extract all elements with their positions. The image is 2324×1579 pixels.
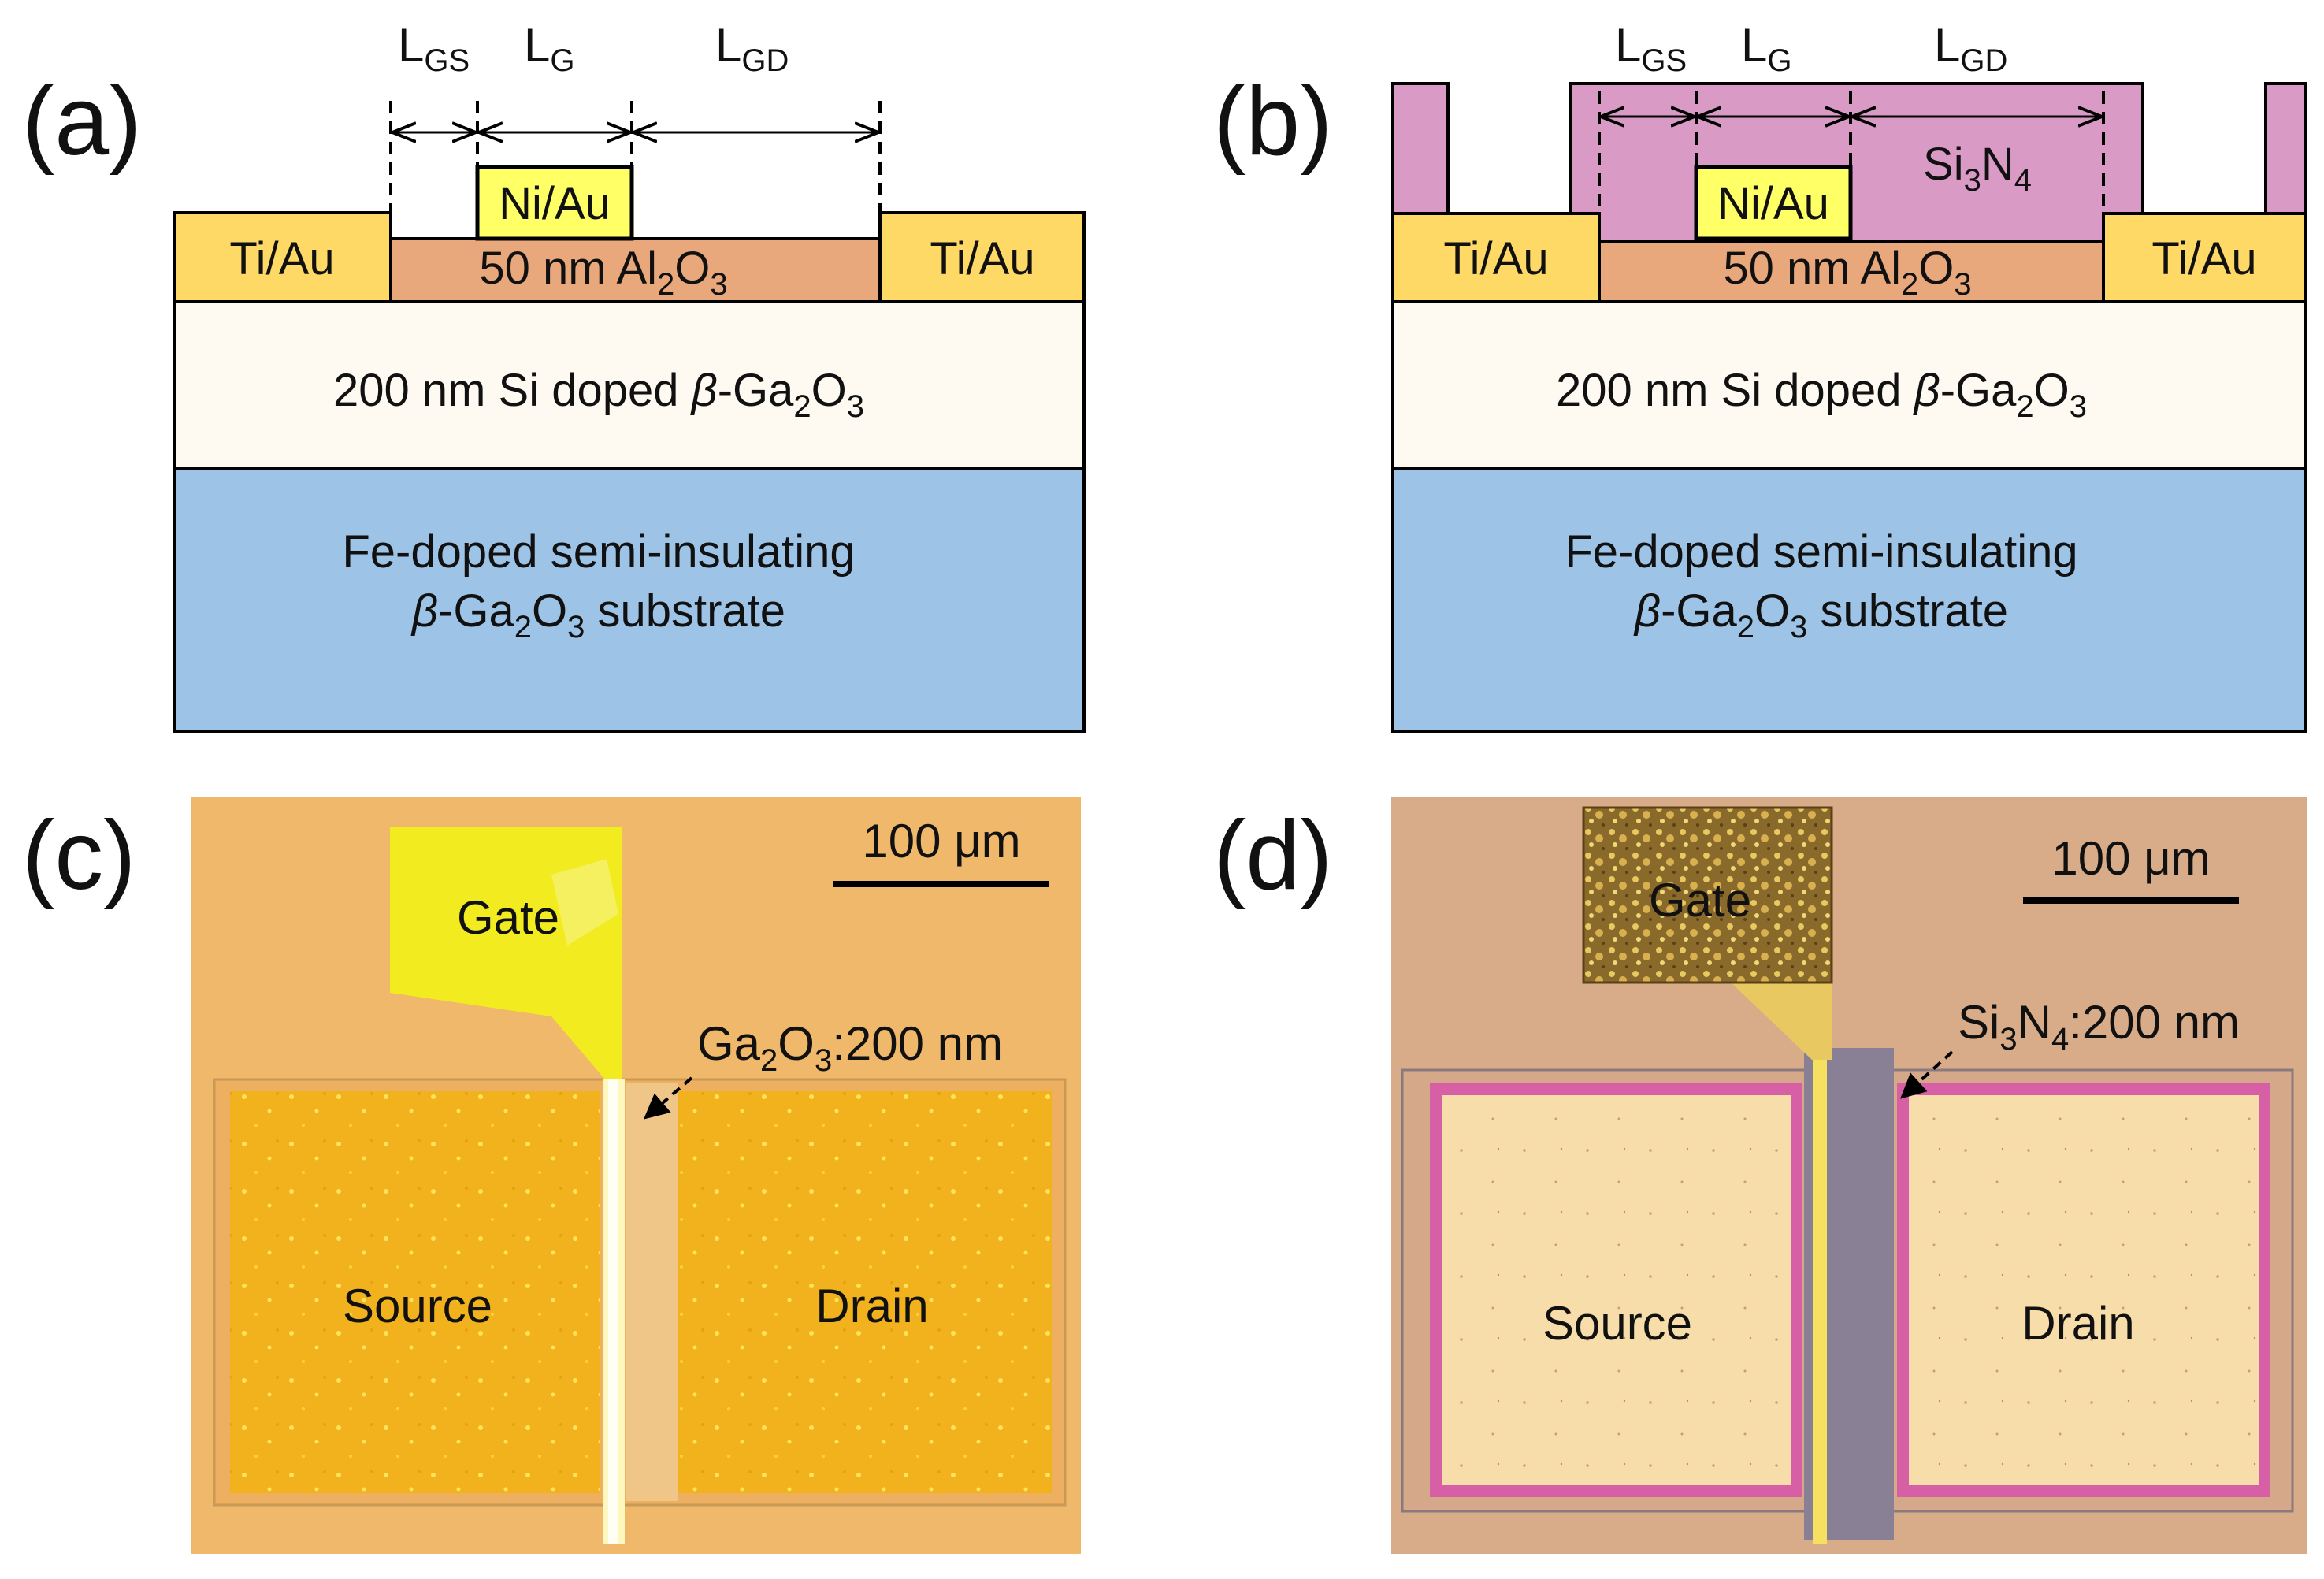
substrate-layer	[1391, 467, 2307, 733]
substrate-label-line1: Fe-doped semi-insulating	[1565, 526, 2077, 578]
gate-connector	[1729, 981, 1832, 1060]
drain-pad	[1909, 1095, 2259, 1485]
lg-label: LG	[524, 19, 575, 78]
gate-pad	[1582, 806, 1833, 984]
source-contact-label: Ti/Au	[1443, 233, 1548, 284]
gate-metal	[475, 165, 634, 241]
gate-label: Ni/Au	[499, 178, 611, 229]
panel-letter-a: (a)	[22, 67, 142, 176]
scale-bar-label: 100 μm	[2051, 832, 2210, 885]
gate-label: Ni/Au	[1717, 178, 1829, 229]
oxide-layer	[389, 237, 882, 303]
scale-bar-label: 100 μm	[862, 815, 1020, 868]
lgd-label: LGD	[1934, 19, 2007, 78]
annotation-arrow	[1900, 1050, 1954, 1099]
source-contact	[1391, 212, 1601, 303]
gate-finger	[1813, 997, 1827, 1544]
source-pad	[230, 1091, 600, 1493]
panel-d: (d) Gate Source Drain 100 μm Si3N4:200 n…	[1213, 797, 2307, 1554]
lgs-label: LGS	[1615, 19, 1687, 78]
drain-pad	[678, 1091, 1052, 1493]
panel-letter-c: (c)	[22, 801, 136, 910]
gate-metal	[1694, 165, 1853, 241]
panel-letter-d: (d)	[1213, 801, 1333, 910]
source-label: Source	[1543, 1297, 1692, 1350]
passivation-layer	[1569, 82, 2144, 243]
drain-contact	[878, 211, 1086, 303]
source-pad	[1442, 1095, 1791, 1485]
substrate-label-line2: β-Ga2O3 substrate	[410, 585, 785, 645]
drain-contact-label: Ti/Au	[2151, 233, 2256, 284]
drain-label: Drain	[815, 1280, 928, 1332]
oxide-label: 50 nm Al2O3	[1723, 243, 1971, 302]
passivation-edge-left	[1391, 82, 1450, 215]
source-contact	[173, 211, 392, 303]
channel-layer	[1391, 300, 2307, 470]
panel-letter-b: (b)	[1213, 67, 1333, 176]
channel-label: 200 nm Si doped β-Ga2O3	[1556, 365, 2087, 424]
source-contact-label: Ti/Au	[229, 233, 334, 284]
panel-a: (a) Fe-doped semi-insulating β-Ga2O3 sub…	[22, 19, 1086, 733]
lgd-label: LGD	[715, 19, 789, 78]
drain-contact	[2102, 212, 2307, 303]
drain-label: Drain	[2021, 1297, 2134, 1350]
channel-label: 200 nm Si doped β-Ga2O3	[333, 365, 864, 424]
annotation-arrow	[643, 1076, 693, 1120]
passivation-label: Si3N4	[1923, 139, 2032, 198]
source-label: Source	[343, 1280, 492, 1332]
annotation-label: Ga2O3:200 nm	[697, 1017, 1003, 1078]
annotation-label: Si3N4:200 nm	[1958, 996, 2240, 1057]
lg-label: LG	[1741, 19, 1792, 78]
panel-c: (c) Gate Source Drain 100 μm Ga2O3:200 n…	[22, 797, 1081, 1554]
panel-b: (b) Fe-doped semi-insulating β-Ga2O3 sub…	[1213, 19, 2307, 733]
dimension-markers	[389, 101, 882, 213]
substrate-label-line2: β-Ga2O3 substrate	[1633, 585, 2008, 645]
substrate-layer	[173, 467, 1086, 733]
drain-contact-label: Ti/Au	[930, 233, 1034, 284]
channel-opening	[626, 1083, 678, 1501]
gate-label: Gate	[1649, 874, 1751, 927]
lgs-label: LGS	[398, 19, 470, 78]
gate-label: Gate	[457, 891, 559, 944]
passivation-edge-right	[2264, 82, 2307, 215]
dimension-markers	[1598, 91, 2105, 214]
substrate-label-line1: Fe-doped semi-insulating	[342, 526, 855, 578]
oxide-label: 50 nm Al2O3	[479, 243, 727, 302]
channel-layer	[173, 300, 1086, 470]
